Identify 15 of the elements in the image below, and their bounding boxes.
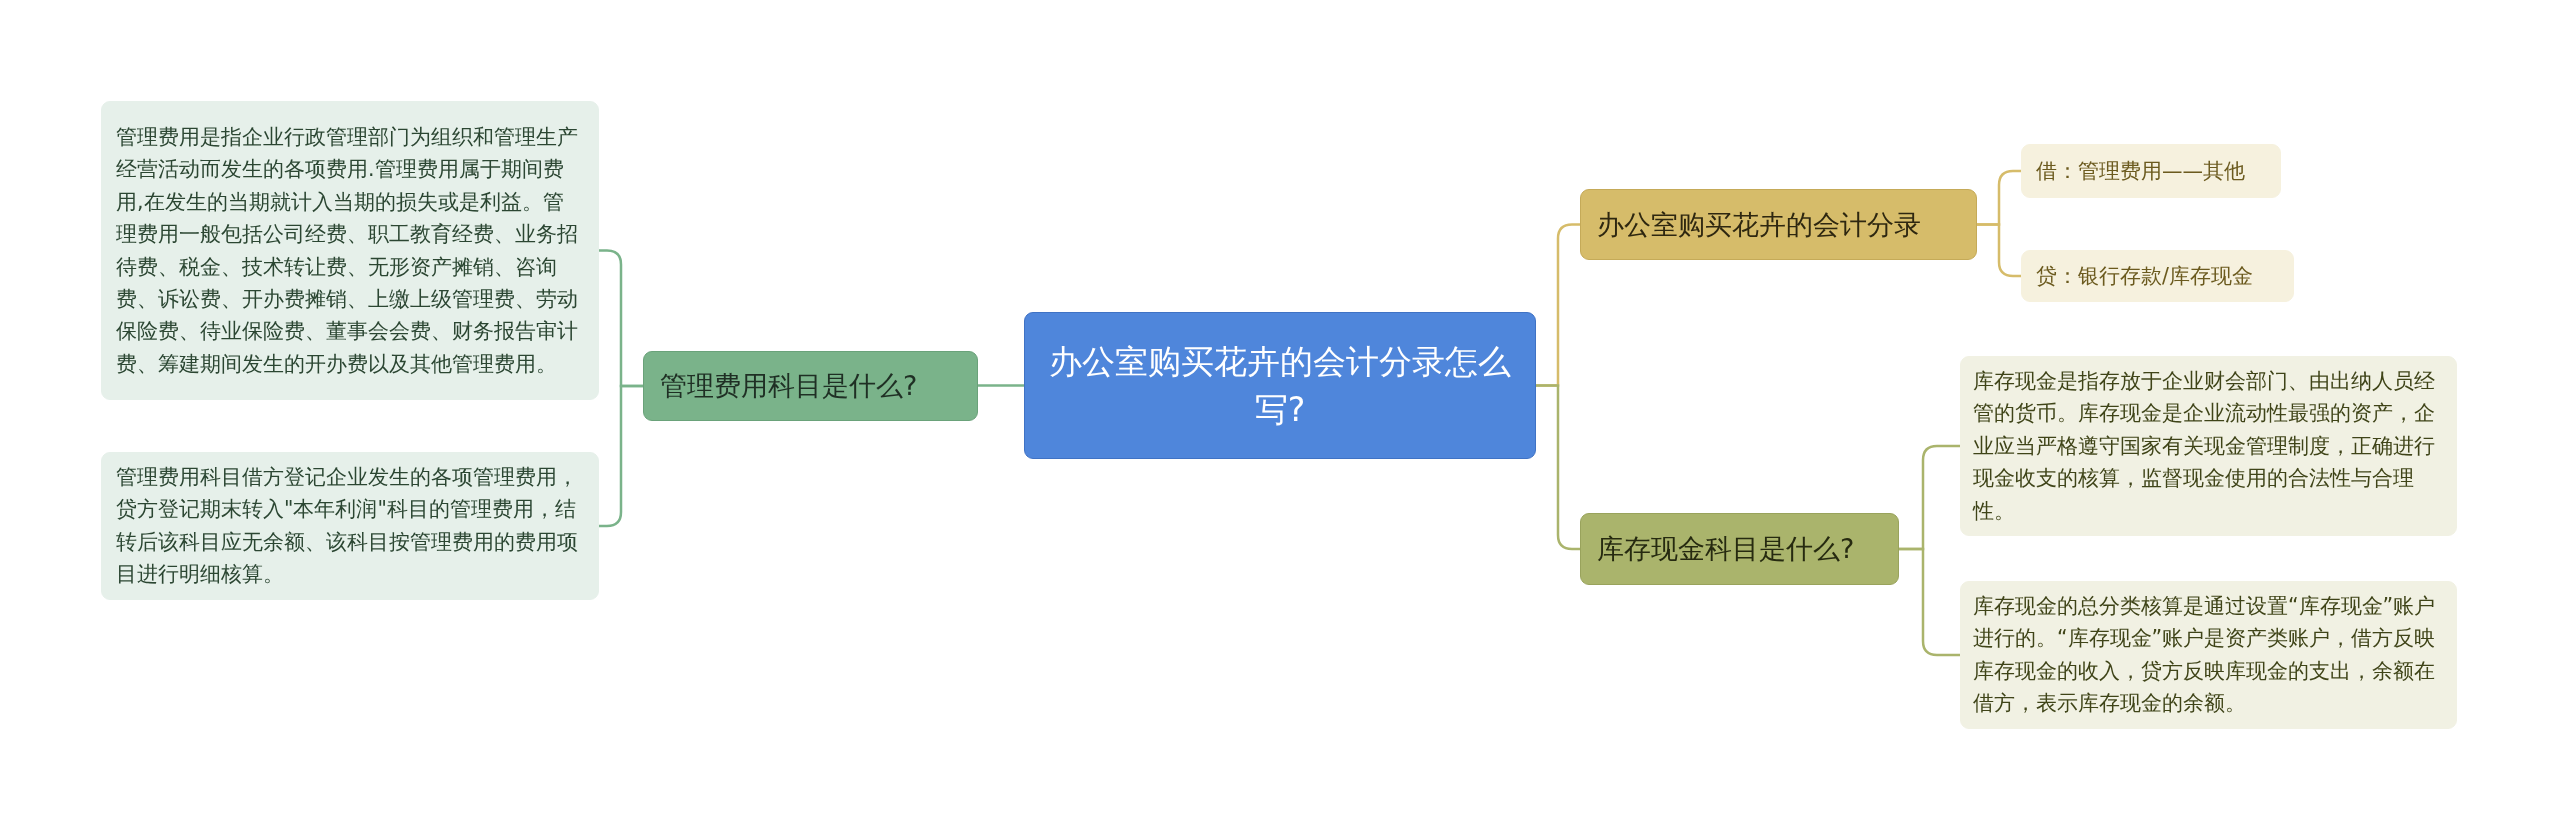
note-box: 库存现金是指存放于企业财会部门、由出纳人员经管的货币。库存现金是企业流动性最强的资产，企业应当严格遵守国家有关现金管理制度，正确进行现金收支的核算，监督现金使用的合法性与合理性。 bbox=[1960, 356, 2457, 536]
note-box: 管理费用是指企业行政管理部门为组织和管理生产经营活动而发生的各项费用.管理费用属于期间费用,在发生的当期就计入当期的损失或是利益。管理费用一般包括公司经费、职工教育经费、业务招待费、税金、技术转让费、无形资产摊销、咨询费、诉讼费、开办费摊销、上缴上级管理费、劳动保险费、待业保险费、董事会会费、财务报告审计费、筹建期间发生的开办费以及其他管理费用。 bbox=[101, 101, 599, 400]
connector bbox=[599, 384, 643, 528]
note-box: 借：管理费用——其他 bbox=[2021, 144, 2281, 198]
topic-box: 办公室购买花卉的会计分录怎么写? bbox=[1024, 312, 1536, 459]
note-box: 管理费用科目借方登记企业发生的各项管理费用，贷方登记期末转入"本年利润"科目的管理费用，结转后该科目应无余额、该科目按管理费用的费用项目进行明细核算。 bbox=[101, 452, 599, 600]
connector bbox=[1899, 547, 1960, 657]
note-box: 贷：银行存款/库存现金 bbox=[2021, 250, 2294, 302]
connector bbox=[978, 384, 1024, 387]
note-box: 库存现金的总分类核算是通过设置“库存现金”账户进行的。“库存现金”账户是资产类账户，借方反映库存现金的收入，贷方反映库现金的支出，余额在借方，表示库存现金的余额。 bbox=[1960, 581, 2457, 729]
connector bbox=[1536, 384, 1580, 551]
branch-box: 办公室购买花卉的会计分录 bbox=[1580, 189, 1977, 260]
branch-box: 管理费用科目是什么? bbox=[643, 351, 978, 421]
branch-box: 库存现金科目是什么? bbox=[1580, 513, 1899, 585]
connector bbox=[1977, 223, 2021, 278]
